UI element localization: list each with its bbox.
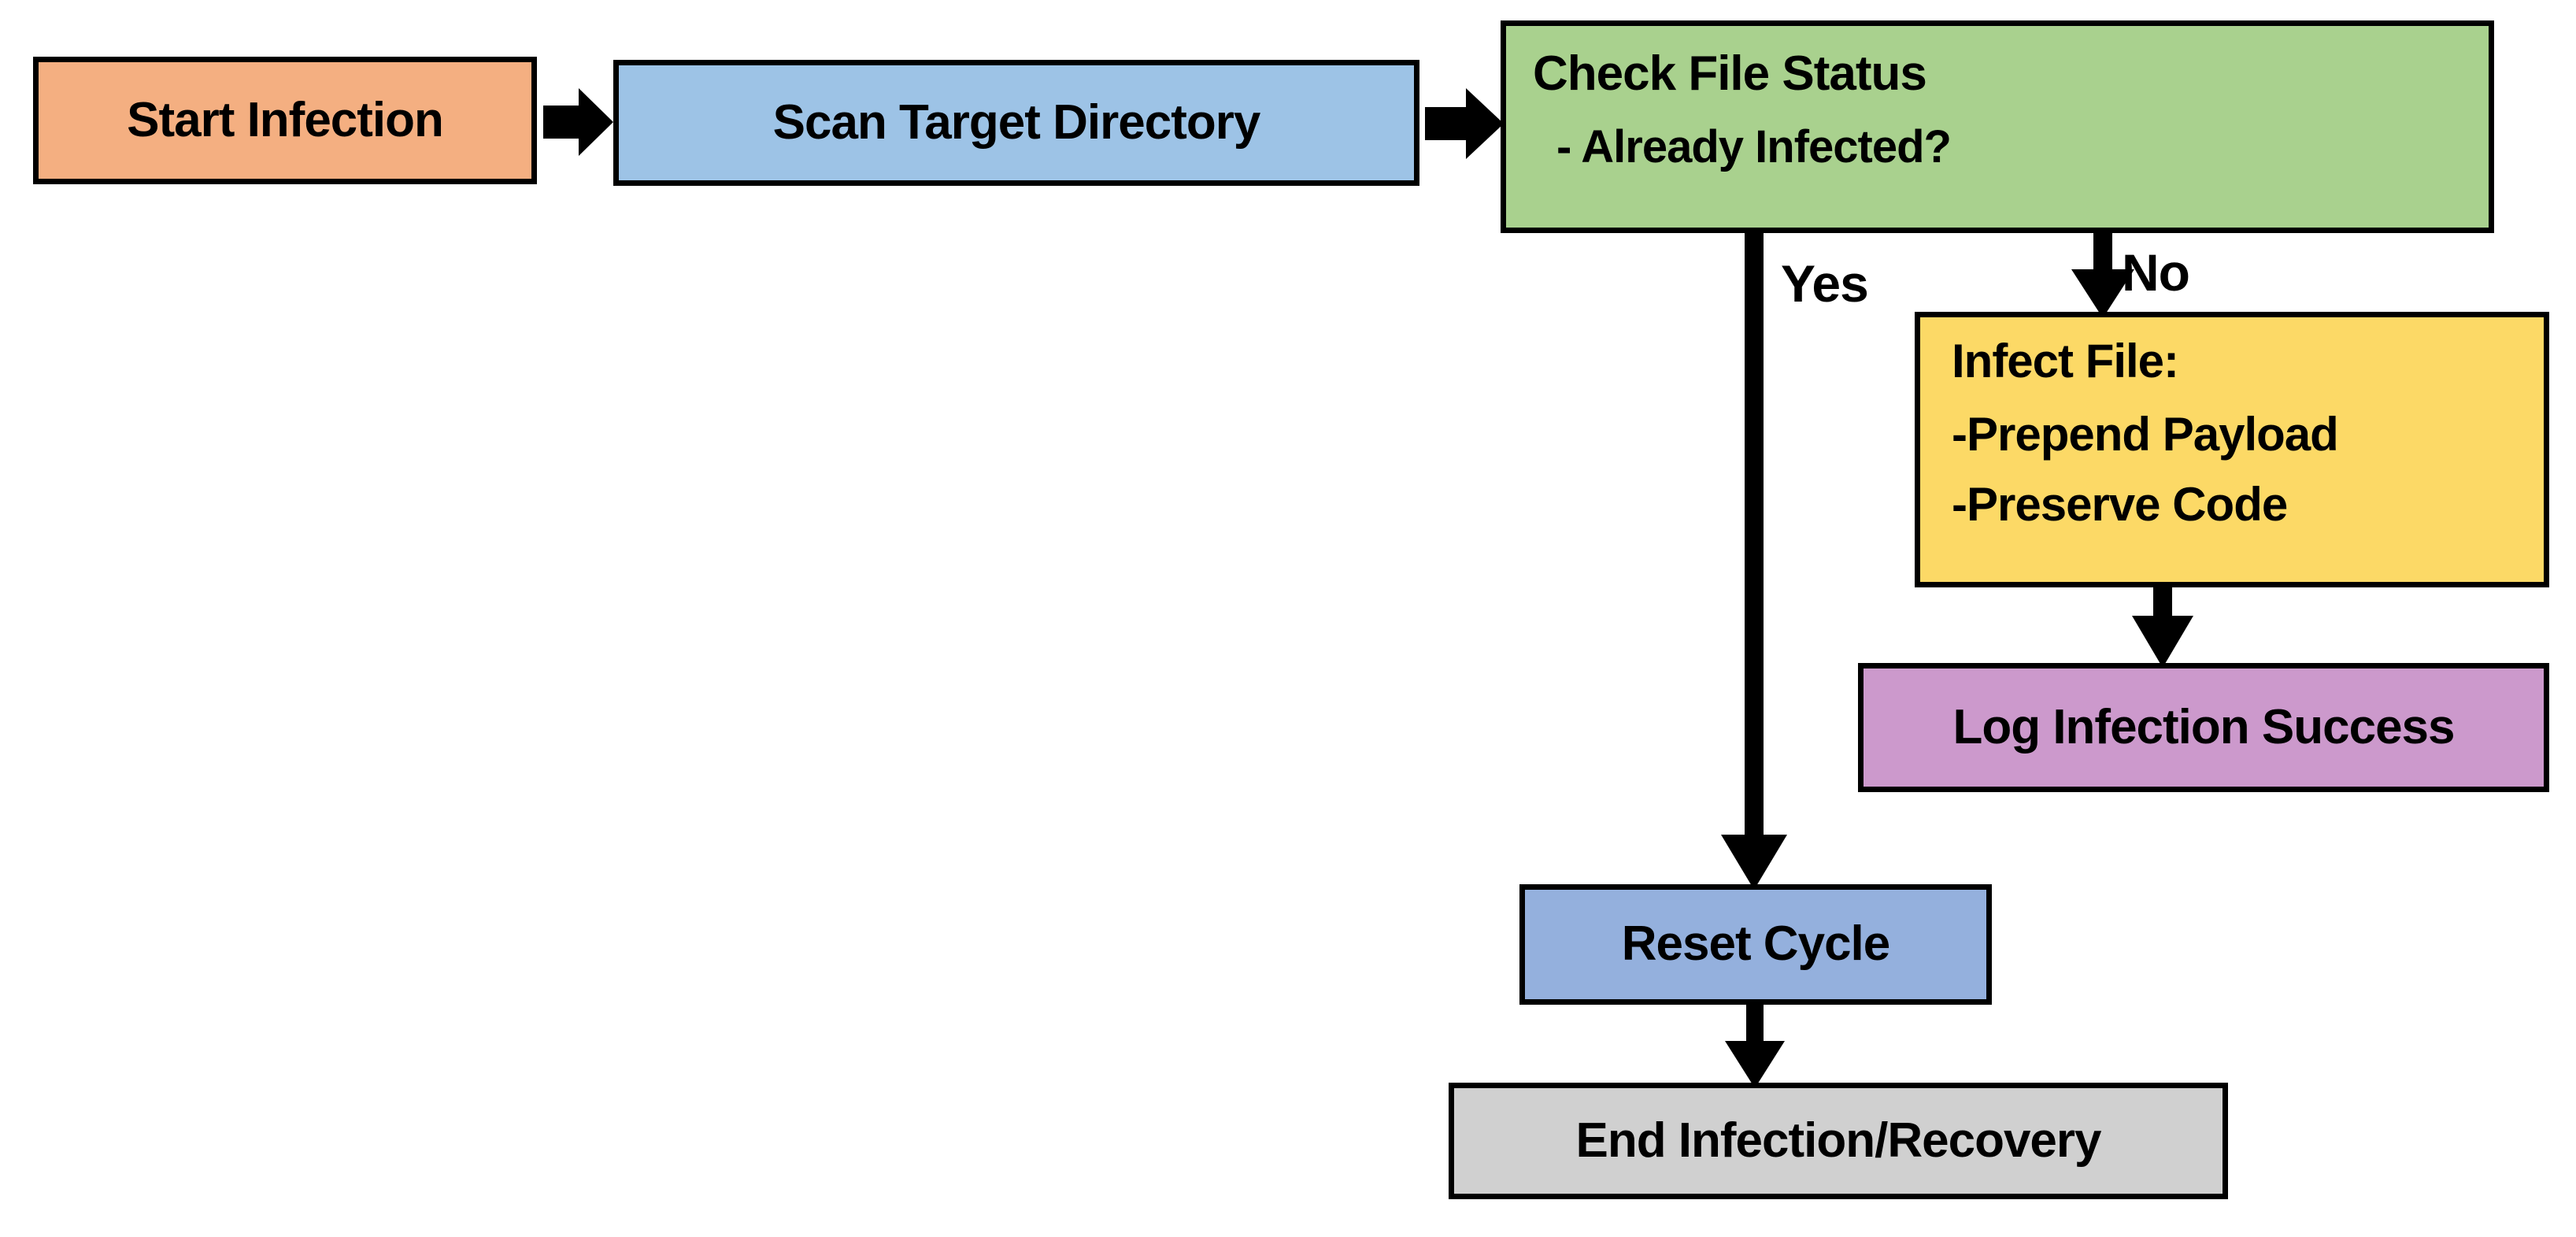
connector-start-to-scan [543, 88, 613, 156]
node-check-file-status[interactable]: Check File Status - Already Infected? [1501, 20, 2494, 233]
node-infect-file-item-prepend-payload: -Prepend Payload [1952, 407, 2339, 461]
node-log-infection-success-label: Log Infection Success [1952, 699, 2455, 754]
node-infect-file[interactable]: Infect File: -Prepend Payload -Preserve … [1915, 312, 2549, 587]
node-infect-file-title: Infect File: [1952, 335, 2179, 387]
edge-label-no: No [2122, 243, 2190, 302]
node-start-infection-label: Start Infection [127, 92, 444, 147]
connector-scan-to-check [1425, 88, 1504, 159]
node-check-file-status-subtitle: - Already Infected? [1556, 120, 1952, 172]
connector-infect-to-log [2132, 587, 2193, 668]
connector-check-to-reset [1721, 233, 1787, 890]
node-reset-cycle[interactable]: Reset Cycle [1519, 884, 1992, 1005]
node-scan-target-directory[interactable]: Scan Target Directory [613, 60, 1419, 186]
node-reset-cycle-label: Reset Cycle [1621, 917, 1891, 972]
node-end-infection-recovery[interactable]: End Infection/Recovery [1449, 1083, 2228, 1199]
edge-label-yes: Yes [1781, 254, 1869, 313]
node-infect-file-item-preserve-code: -Preserve Code [1952, 477, 2288, 531]
node-end-infection-recovery-label: End Infection/Recovery [1575, 1113, 2101, 1168]
node-start-infection[interactable]: Start Infection [33, 57, 537, 184]
node-scan-target-directory-label: Scan Target Directory [772, 94, 1261, 150]
node-check-file-status-title: Check File Status [1533, 46, 1927, 101]
connector-check-to-infect [2071, 233, 2134, 318]
connector-reset-to-end [1725, 1005, 1785, 1088]
node-log-infection-success[interactable]: Log Infection Success [1858, 663, 2549, 792]
